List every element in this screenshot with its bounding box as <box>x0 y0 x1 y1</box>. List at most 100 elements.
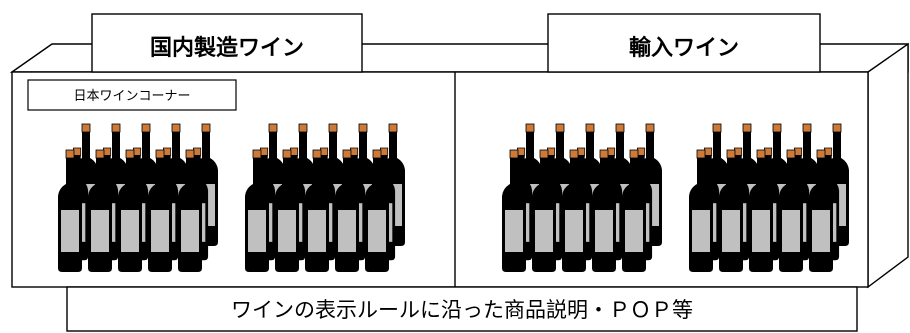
bottle-neck <box>133 155 141 180</box>
corner-label-box <box>27 79 237 111</box>
bottle-cap <box>823 147 833 156</box>
bottle-cap <box>372 149 382 159</box>
bottle-neck <box>526 132 534 158</box>
bottle-neck <box>343 158 351 184</box>
bottle-cap <box>125 149 135 159</box>
bottle-cap <box>629 149 639 159</box>
bottle-cap <box>742 123 752 133</box>
bottle-cap <box>516 147 526 156</box>
bottle-cap <box>171 123 181 133</box>
bottle-cap <box>576 147 586 156</box>
bottle-front <box>592 149 616 272</box>
domestic-wine-header: 国内製造ワイン <box>91 13 363 73</box>
bottle-cap <box>786 149 796 159</box>
bottle-cap <box>756 149 766 159</box>
bottle-neck <box>172 132 180 158</box>
bottle-neck <box>743 132 751 158</box>
domestic-wine-title: 国内製造ワイン <box>150 35 304 61</box>
domestic-header-box <box>91 13 363 73</box>
bottle-cap <box>606 147 616 156</box>
bottle-cap <box>192 147 202 156</box>
bottle-label <box>722 210 740 252</box>
bottle-neck <box>547 155 555 180</box>
bottle-label <box>692 210 710 252</box>
bottle-label <box>565 210 583 252</box>
bottle-front <box>335 149 359 272</box>
bottle-cap <box>539 149 549 159</box>
bottle-neck <box>787 158 795 184</box>
bottle-front <box>502 149 526 272</box>
bottle-neck <box>112 132 120 158</box>
bottle-cap <box>712 123 722 133</box>
bottle-cap <box>379 147 389 156</box>
bottle-cap <box>342 149 352 159</box>
bottle-cap <box>793 147 803 156</box>
bottle-neck <box>764 155 772 180</box>
bottle-neck <box>570 158 578 184</box>
bottle-cap <box>546 147 556 156</box>
bottle-neck <box>517 155 525 180</box>
imported-header-box <box>547 13 821 73</box>
bottle-cap <box>763 147 773 156</box>
bottle-label <box>505 210 523 252</box>
pop-caption-box <box>66 286 858 332</box>
bottle-neck <box>202 132 210 158</box>
bottle-cap <box>349 147 359 156</box>
bottle-cap <box>312 149 322 159</box>
bottle-cap <box>726 149 736 159</box>
bottle-neck <box>757 158 765 184</box>
bottle-front <box>532 149 556 272</box>
bottle-neck <box>82 132 90 158</box>
bottle-cap <box>289 147 299 156</box>
bottle-label <box>595 210 613 252</box>
bottle-groups <box>58 123 849 272</box>
bottle-cap <box>599 149 609 159</box>
bottle-neck <box>380 155 388 180</box>
bottle-neck <box>727 158 735 184</box>
bottle-neck <box>103 155 111 180</box>
bottle-label <box>248 210 266 252</box>
bottle-cap <box>319 147 329 156</box>
bottle-front <box>749 149 773 272</box>
bottle-cap <box>358 123 368 133</box>
bottle-neck <box>320 155 328 180</box>
bottle-front <box>689 149 713 272</box>
bottle-neck <box>66 158 74 184</box>
bottle-front <box>562 149 586 272</box>
imported-wine-title: 輸入ワイン <box>629 35 739 61</box>
bottle-neck <box>704 155 712 180</box>
bottle-cap <box>388 123 398 133</box>
bottle-neck <box>607 155 615 180</box>
bottle-cap <box>645 123 655 133</box>
bottle-label <box>812 210 830 252</box>
bottle-cap <box>328 123 338 133</box>
bottle-neck <box>794 155 802 180</box>
bottle-cap <box>268 123 278 133</box>
bottle-label <box>338 210 356 252</box>
bottle-label <box>625 210 643 252</box>
bottle-front <box>305 149 329 272</box>
japan-wine-corner-sign: 日本ワインコーナー <box>27 79 237 111</box>
bottle-label <box>368 210 386 252</box>
bottle-cap <box>585 123 595 133</box>
bottle-cap <box>555 123 565 133</box>
bottle-cap <box>162 147 172 156</box>
bottle-cap <box>696 149 706 159</box>
domestic-group-2 <box>245 123 405 272</box>
bottle-cap <box>509 149 519 159</box>
bottle-front <box>148 149 172 272</box>
bottle-neck <box>510 158 518 184</box>
bottle-neck <box>283 158 291 184</box>
bottle-cap <box>525 123 535 133</box>
bottle-neck <box>313 158 321 184</box>
bottle-neck <box>156 158 164 184</box>
bottle-neck <box>329 132 337 158</box>
bottle-neck <box>126 158 134 184</box>
bottle-cap <box>772 123 782 133</box>
bottle-neck <box>389 132 397 158</box>
bottle-neck <box>96 158 104 184</box>
imported-wine-header: 輸入ワイン <box>547 13 821 73</box>
bottle-neck <box>734 155 742 180</box>
bottle-neck <box>833 132 841 158</box>
bottle-cap <box>252 149 262 159</box>
